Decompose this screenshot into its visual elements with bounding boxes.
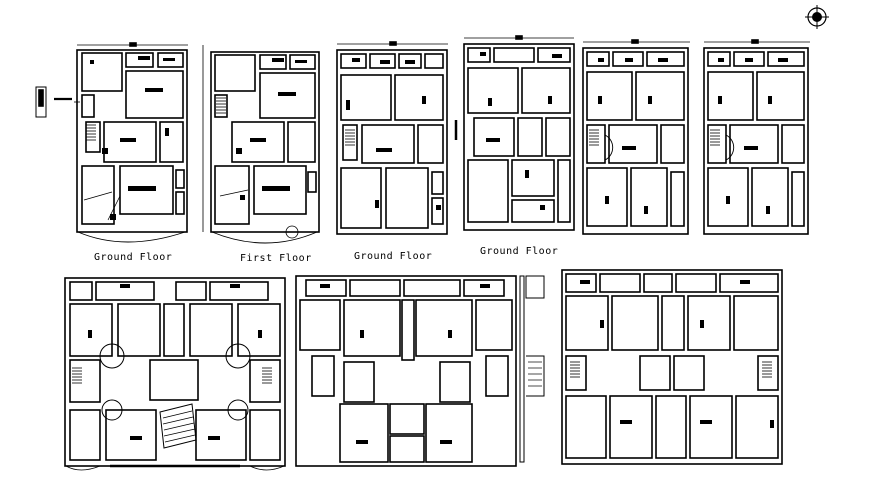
floor-plan-7 <box>64 277 286 471</box>
floor-plan-5 <box>582 39 690 235</box>
floor-plan-3 <box>336 41 448 235</box>
compass-north-icon <box>805 5 829 29</box>
label-plan-4: Ground Floor <box>480 246 558 257</box>
floor-plan-2 <box>202 45 320 244</box>
floor-plan-9 <box>561 269 783 465</box>
floor-plan-1 <box>35 42 188 243</box>
label-plan-1: Ground Floor <box>94 252 172 263</box>
floor-plan-4 <box>454 35 575 231</box>
floor-plan-8 <box>295 275 545 467</box>
label-plan-2: First Floor <box>240 253 312 264</box>
label-plan-3: Ground Floor <box>354 251 432 262</box>
floor-plan-6 <box>703 39 810 235</box>
